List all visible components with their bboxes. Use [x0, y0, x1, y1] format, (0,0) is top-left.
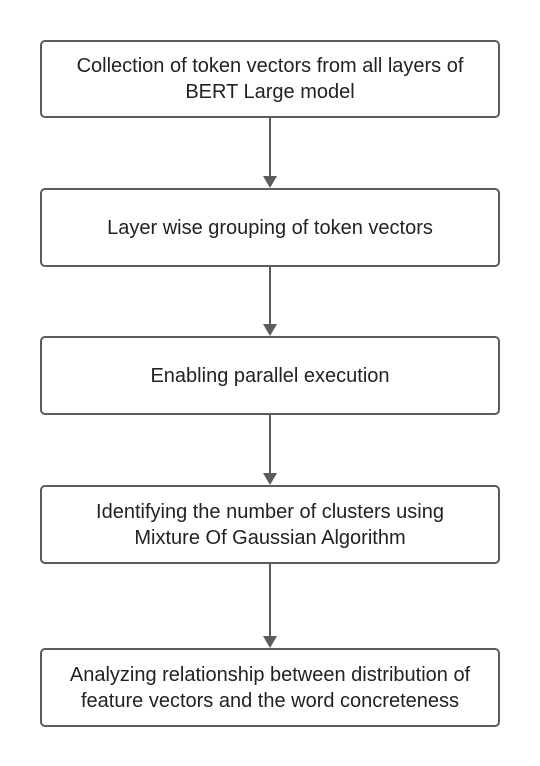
step-1-label: Collection of token vectors from all lay… [76, 55, 464, 103]
step-4-label: Identifying the number of clusters using… [96, 500, 444, 549]
step-3-box: Enabling parallel execution [40, 336, 500, 415]
step-2-label: Layer wise grouping of token vectors [107, 216, 433, 239]
step-3-label: Enabling parallel execution [150, 364, 390, 387]
step-5-label: Analyzing relationship between distribut… [69, 663, 471, 712]
step-2-box: Layer wise grouping of token vectors [40, 188, 500, 267]
step-5-box: Analyzing relationship between distribut… [40, 648, 500, 727]
step-1-box: Collection of token vectors from all lay… [40, 40, 500, 118]
step-4-box: Identifying the number of clusters using… [40, 485, 500, 564]
